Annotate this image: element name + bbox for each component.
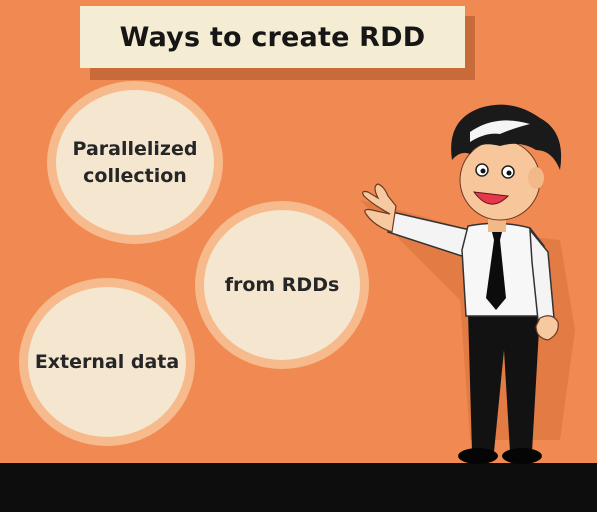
right-shoe [502, 448, 542, 464]
necktie [486, 232, 506, 310]
mouth [472, 191, 510, 205]
hair-highlight [470, 120, 530, 142]
method-label: from RDDs [224, 273, 340, 296]
floor-stripe [0, 463, 597, 512]
ear [528, 167, 544, 189]
pointing-hand [362, 183, 397, 233]
trousers [468, 312, 540, 452]
lowered-hand [535, 315, 559, 341]
method-label: External data [34, 350, 180, 373]
left-pupil [480, 168, 486, 174]
hair [451, 104, 562, 170]
method-bubble-parallelized-collection: Parallelized collection [56, 90, 214, 235]
page-title: Ways to create RDD [119, 21, 426, 53]
method-label: Parallelized collection [72, 137, 198, 187]
head [459, 139, 541, 221]
method-bubble-external-data: External data [28, 287, 186, 437]
method-bubble-from-rdds: from RDDs [204, 210, 360, 360]
right-pupil [506, 170, 512, 176]
title-banner: Ways to create RDD [80, 6, 465, 68]
left-shoe [458, 448, 498, 464]
